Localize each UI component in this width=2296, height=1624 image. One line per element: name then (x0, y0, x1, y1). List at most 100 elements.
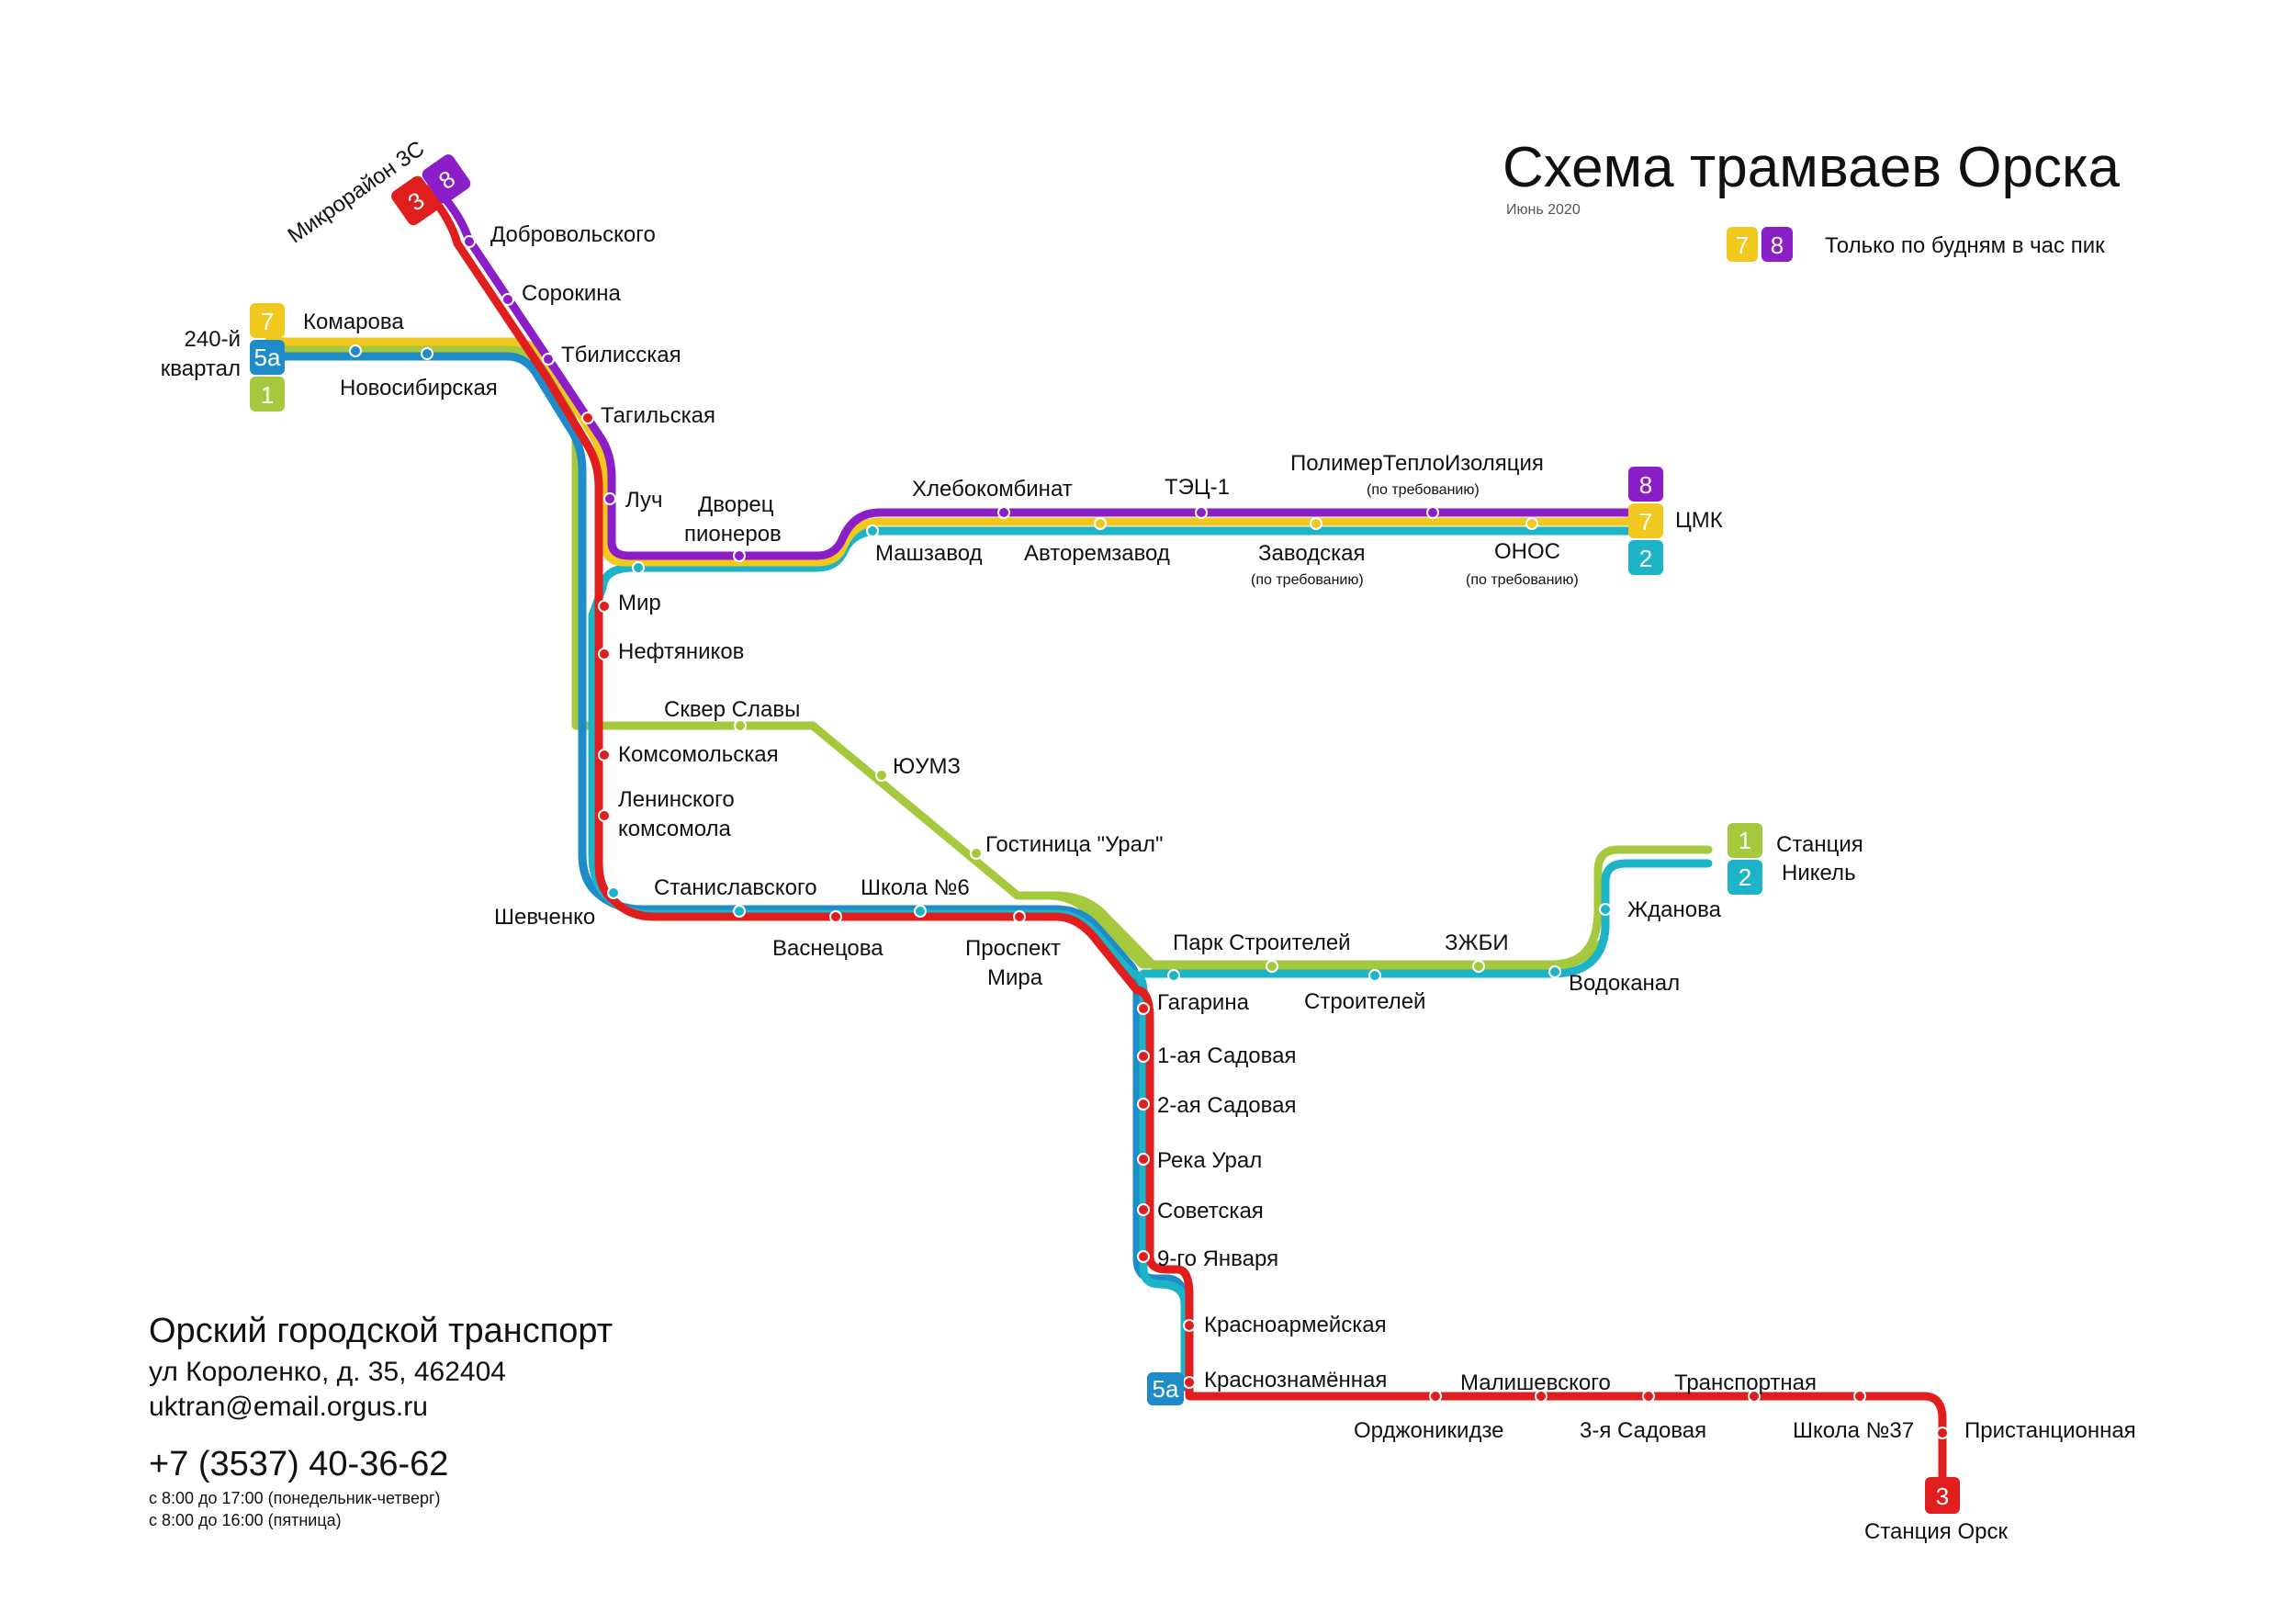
station-sorokina: Сорокина (522, 281, 622, 306)
station-krasnoznamennaya: Краснознамённая (1204, 1368, 1387, 1393)
stop-dot-shevchenko (607, 886, 620, 899)
stop-dot-mir (598, 600, 611, 613)
terminal-nikel-name-2: Никель (1782, 861, 1856, 885)
legend: 7 8 Только по будням в час пик (1727, 227, 2105, 262)
station-gagarina: Гагарина (1157, 990, 1250, 1015)
badge-5a-kvartal-label: 5а (254, 344, 281, 371)
stop-dot-pristantsionnaya (1936, 1427, 1949, 1439)
stop-dot-sadovaya1 (1137, 1050, 1150, 1063)
stop-dot-komsomolskaya (598, 749, 611, 761)
station-sadovaya3: 3-я Садовая (1580, 1418, 1706, 1443)
stop-dot-novosibirskaya (421, 347, 433, 360)
station-shkola37: Школа №37 (1793, 1418, 1914, 1443)
station-dobrovolskogo: Добровольского (490, 222, 656, 247)
station-dvorets-1: Дворец (698, 492, 774, 517)
map-date: Июнь 2020 (1506, 202, 1581, 218)
stop-dot-dvorets (733, 549, 746, 562)
stop-dot-neftyanikov (598, 648, 611, 660)
stop-dot-skver (734, 719, 747, 732)
map-title: Схема трамваев Орска (1503, 136, 2120, 199)
stop-dot-krasnoarmeyskaya (1183, 1319, 1196, 1332)
info-phone[interactable]: +7 (3537) 40-36-62 (149, 1445, 448, 1483)
badge-2-nikel-label: 2 (1739, 863, 1751, 891)
station-sadovaya2: 2-ая Садовая (1157, 1093, 1296, 1118)
station-krasnoarmeyskaya: Красноармейская (1204, 1313, 1387, 1337)
station-shkola6: Школа №6 (861, 875, 970, 900)
station-komsomolskaya: Комсомольская (618, 742, 779, 767)
badge-3-orsk (1925, 1477, 1960, 1514)
station-labels: Добровольского Сорокина Комарова Тбилисс… (303, 222, 2136, 1443)
station-khlebokombinat: Хлебокомбинат (912, 477, 1073, 502)
badge-1-nikel (1728, 823, 1762, 858)
station-onos: ОНОС (1494, 539, 1560, 564)
stop-dot-shkola37 (1853, 1390, 1866, 1403)
station-yumz: ЮУМЗ (893, 754, 961, 779)
stop-dot-zhbi (1472, 960, 1485, 973)
stop-dot-avtoremzavod (1094, 517, 1107, 530)
info-address: ул Короленко, д. 35, 462404 (149, 1357, 506, 1387)
info-hours-1: с 8:00 до 17:00 (понедельник-четверг) (149, 1489, 441, 1507)
station-novosibirskaya: Новосибирская (340, 376, 498, 400)
legend-badge-8-label: 8 (1771, 231, 1784, 259)
station-yanvarya: 9-го Января (1157, 1246, 1278, 1271)
legend-badge-7-label: 7 (1736, 231, 1749, 259)
terminal-mikrorayon: 3 8 Микрорайон 3С (284, 136, 471, 248)
terminal-nikel: 1 2 Станция Никель (1728, 823, 1863, 895)
badge-2-nikel (1728, 860, 1762, 895)
station-dvorets-2: пионеров (684, 522, 782, 547)
station-mir: Мир (618, 591, 661, 615)
line-8-route (427, 179, 1649, 560)
terminal-nikel-name-1: Станция (1776, 832, 1863, 857)
badge-8-tsmk-label: 8 (1639, 471, 1652, 499)
station-komarova: Комарова (303, 310, 404, 334)
stop-dot-park-2 (1266, 960, 1278, 973)
station-avtoremzavod: Авторемзавод (1024, 541, 1170, 566)
station-polimer-note: (по требованию) (1367, 482, 1480, 498)
station-pristantsionnaya: Пристанционная (1964, 1418, 2136, 1443)
station-prospekt-2: Мира (987, 965, 1043, 990)
terminal-tsmk: 8 7 2 ЦМК (1628, 467, 1723, 575)
stop-dot-luch (603, 492, 616, 505)
station-sovetskaya: Советская (1157, 1199, 1264, 1224)
badge-5a-krasnoznamennaya (1147, 1372, 1184, 1405)
station-tets: ТЭЦ-1 (1165, 475, 1230, 500)
station-zhbi: ЗЖБИ (1445, 930, 1509, 955)
badge-5a-kvartal (250, 340, 285, 375)
station-shevchenko: Шевченко (494, 905, 595, 930)
station-tagilskaya: Тагильская (601, 403, 715, 428)
stop-dot-khlebokombinat (997, 506, 1010, 519)
terminal-orsk: 3 Станция Орск (1864, 1477, 2008, 1544)
stop-dot-onos (1525, 517, 1538, 530)
stop-dot-sovetskaya (1137, 1203, 1150, 1216)
stop-dot-zavodskaya (1310, 517, 1322, 530)
stop-dot-gagarina (1137, 1002, 1150, 1015)
stop-dot-ordzhonikidze (1429, 1390, 1442, 1403)
badge-7-tsmk (1628, 503, 1663, 538)
stop-dot-vodokanal (1548, 965, 1561, 978)
terminal-tsmk-name: ЦМК (1675, 508, 1723, 533)
stop-dot-dobrovolskogo (463, 235, 476, 248)
station-neftyanikov: Нефтяников (618, 639, 744, 664)
station-skver: Сквер Славы (664, 697, 800, 722)
stop-dot-gostinitsa (970, 847, 983, 860)
stop-dot-yumz (875, 769, 888, 782)
legend-badge-8 (1761, 227, 1793, 262)
badge-1-kvartal (250, 377, 285, 412)
stop-dot-mashzavod (866, 524, 879, 537)
info-hours-2: с 8:00 до 16:00 (пятница) (149, 1511, 342, 1529)
station-reka-ural: Река Урал (1157, 1148, 1262, 1173)
stop-dot-tets (1195, 506, 1208, 519)
badge-5a-krasnoznamennaya-label: 5а (1153, 1375, 1179, 1403)
stop-dot-transportnaya (1748, 1390, 1761, 1403)
station-prospekt-1: Проспект (965, 936, 1061, 961)
station-stanislavskogo: Станиславского (654, 875, 817, 900)
stop-dot-yanvarya (1137, 1250, 1150, 1263)
info-email[interactable]: uktran@email.orgus.ru (149, 1392, 428, 1422)
station-sadovaya1: 1-ая Садовая (1157, 1043, 1296, 1068)
stop-dot-komarova (349, 344, 362, 357)
station-malishevskogo: Малишевского (1460, 1370, 1611, 1395)
stop-dot-polimer (1426, 506, 1439, 519)
station-leninskogo-2: комсомола (618, 817, 732, 841)
